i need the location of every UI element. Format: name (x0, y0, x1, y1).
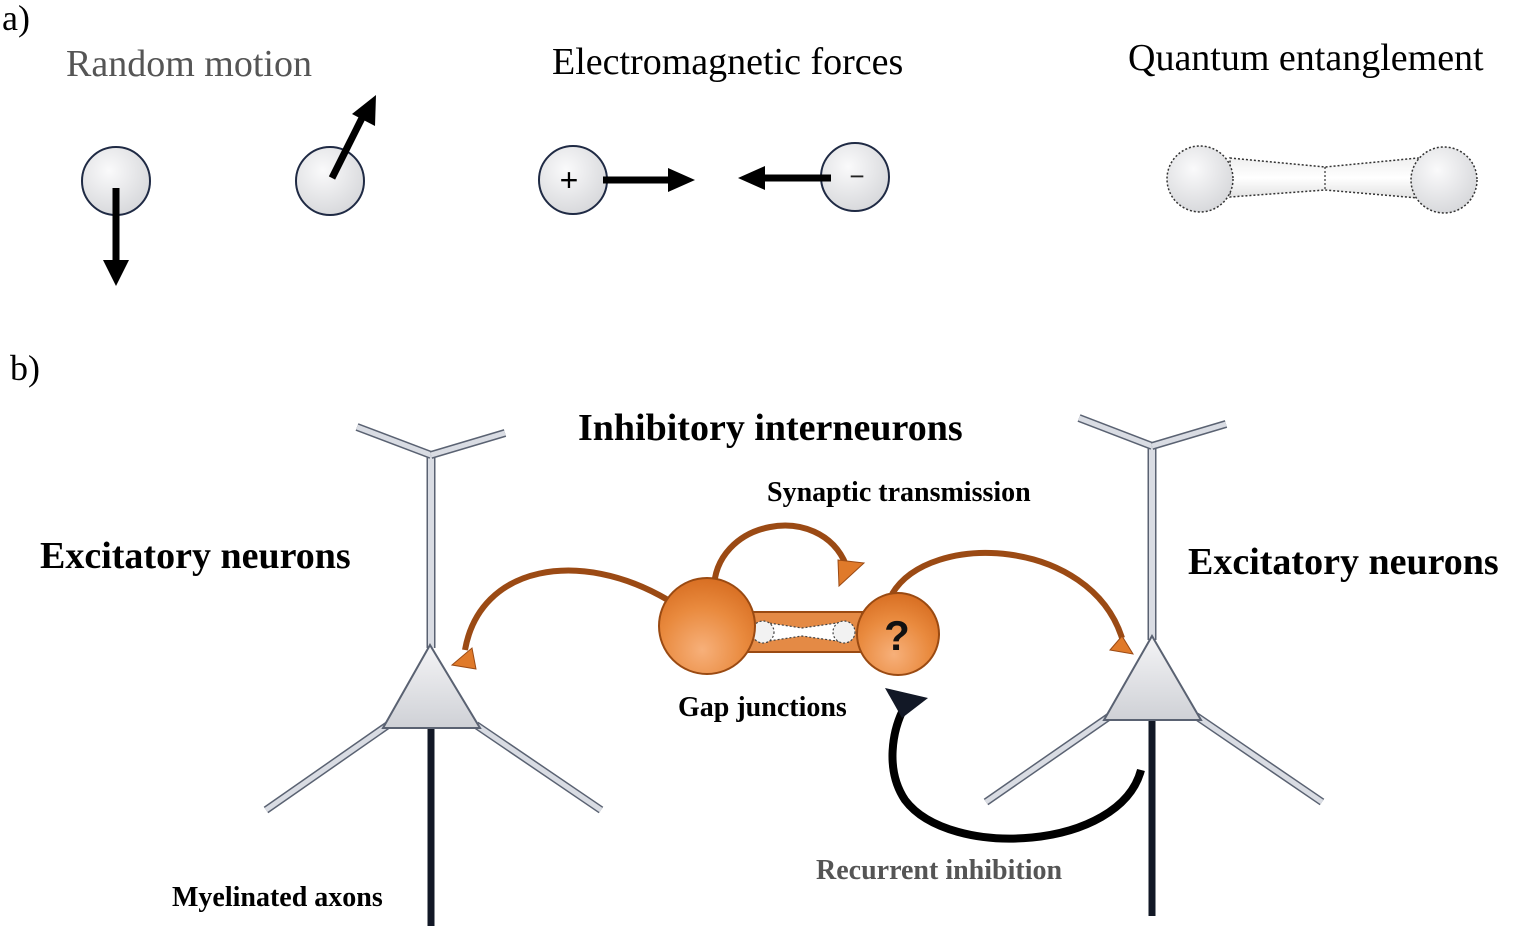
electromagnetic-group: Electromagnetic forces + − (538, 41, 903, 215)
excitatory-neurons-left-label: Excitatory neurons (40, 535, 351, 577)
recurrent-arrow-path (888, 704, 1145, 843)
right-apical-dendrite (1077, 414, 1228, 640)
excitatory-neurons-right-label: Excitatory neurons (1188, 541, 1499, 583)
excitatory-neuron-left (263, 423, 604, 926)
myelinated-axons-label: Myelinated axons (172, 882, 383, 913)
random-motion-group: Random motion (66, 43, 376, 286)
recurrent-inhibition-arrow (885, 688, 1145, 843)
negative-sign: − (849, 161, 864, 191)
panel-a: a) Random motion Electromagnetic forces … (2, 0, 1484, 286)
excitatory-neuron-right (983, 414, 1325, 916)
left-soma (381, 643, 482, 729)
synapse-arrowhead-right (1109, 635, 1135, 655)
panel-a-label: a) (2, 0, 30, 38)
synaptic-arrows (450, 522, 1135, 670)
gap-junction-inner (751, 620, 856, 644)
interneuron-pair: ? (658, 577, 940, 676)
synapse-arrow-self (710, 522, 849, 593)
left-apical-dendrite (355, 423, 507, 648)
velocity-arrow-2-shaft (328, 112, 368, 180)
synapse-arrow-to-left-neuron (462, 567, 670, 651)
interneuron-right (856, 592, 940, 676)
electromagnetic-title: Electromagnetic forces (552, 41, 903, 83)
synapse-arrow-to-right-neuron (889, 549, 1125, 639)
recurrent-arrowhead (885, 688, 928, 718)
synaptic-transmission-label: Synaptic transmission (767, 477, 1031, 508)
entanglement-bridge (1229, 157, 1419, 199)
quantum-title: Quantum entanglement (1128, 37, 1484, 79)
velocity-arrow-2-head (352, 95, 376, 126)
attraction-arrow-right-head (668, 168, 695, 192)
velocity-arrow-1-head (103, 260, 129, 286)
right-soma (1102, 634, 1203, 721)
panel-b-label: b) (10, 348, 40, 388)
synapse-arrowhead-self (837, 559, 866, 588)
inhibitory-interneurons-title: Inhibitory interneurons (578, 407, 963, 449)
interneuron-left (658, 577, 756, 675)
random-motion-title: Random motion (66, 43, 312, 85)
question-mark: ? (884, 612, 910, 659)
right-basal-dendrites (983, 712, 1325, 806)
synapse-arrowhead-left (450, 647, 477, 670)
attraction-arrow-left-head (738, 166, 765, 190)
recurrent-inhibition-label: Recurrent inhibition (816, 855, 1062, 886)
left-basal-dendrites (263, 721, 604, 814)
entangled-particle-right (1410, 146, 1478, 214)
particle-2 (295, 146, 365, 216)
gap-junctions-label: Gap junctions (678, 692, 847, 723)
quantum-group: Quantum entanglement (1128, 37, 1484, 214)
entangled-particle-left (1166, 145, 1234, 213)
panel-b: b) Inhibitory interneurons Synaptic tran… (10, 348, 1499, 926)
positive-sign: + (560, 162, 579, 198)
